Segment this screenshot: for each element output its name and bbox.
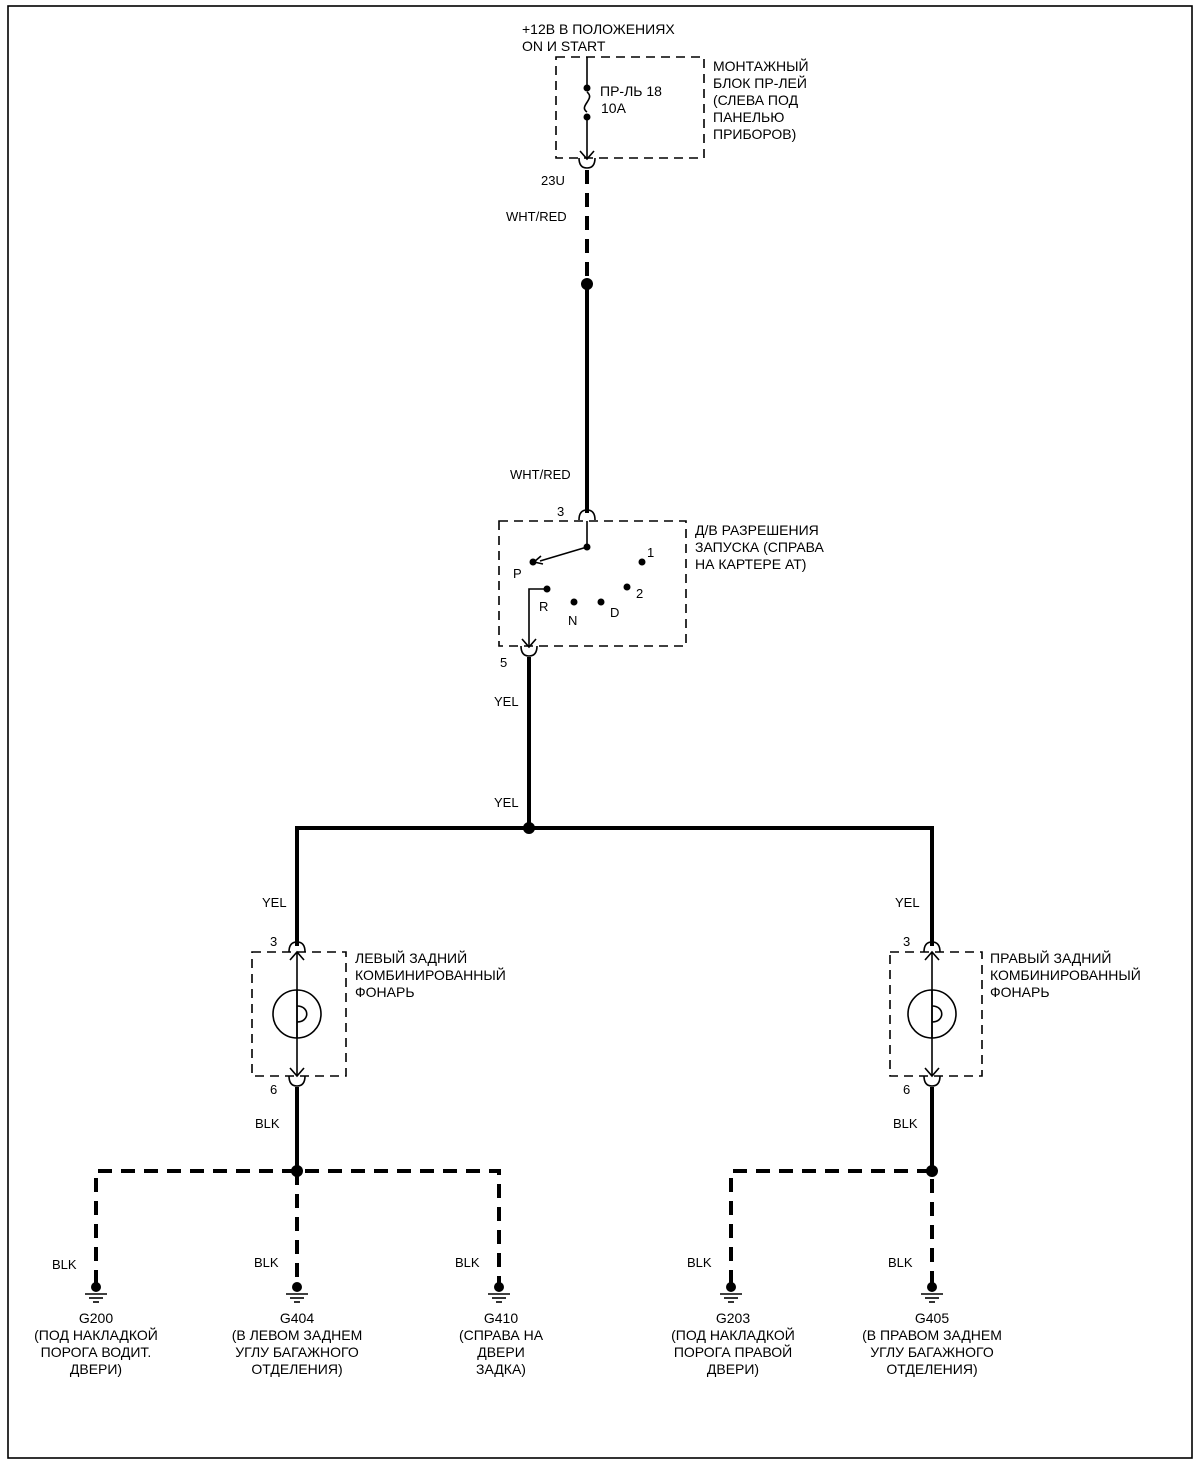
connector-switch-3 — [578, 509, 596, 521]
left-lamp-desc-3: ФОНАРЬ — [355, 984, 415, 1000]
ground-g200-id: G200 — [79, 1310, 113, 1326]
ground-g203-desc-3: ДВЕРИ) — [707, 1361, 759, 1377]
wire-label-yel-right: YEL — [895, 895, 920, 910]
ground-icon-g404 — [286, 1282, 308, 1303]
fuse-name: ПР-ЛЬ 18 — [600, 83, 662, 99]
relay-block-desc-2: БЛОК ПР-ЛЕЙ — [713, 74, 807, 91]
switch-pos-2: 2 — [636, 586, 643, 601]
wire-label-blk-g410: BLK — [455, 1255, 480, 1270]
relay-block-desc-3: (СЛЕВА ПОД — [713, 92, 799, 108]
left-lamp-pin-out: 6 — [270, 1082, 277, 1097]
ground-g200-desc-3: ДВЕРИ) — [70, 1361, 122, 1377]
ground-g404-desc-2: УГЛУ БАГАЖНОГО — [235, 1344, 359, 1360]
ground-g203-desc-1: (ПОД НАКЛАДКОЙ — [671, 1326, 795, 1343]
wire-label-blk-right: BLK — [893, 1116, 918, 1131]
connector-left-lamp-6 — [288, 1075, 306, 1087]
wire-label-blk-g405: BLK — [888, 1255, 913, 1270]
left-lamp-desc-1: ЛЕВЫЙ ЗАДНИЙ — [355, 949, 467, 966]
ground-g410-desc-1: (СПРАВА НА — [459, 1327, 544, 1343]
ground-g203-id: G203 — [716, 1310, 750, 1326]
right-lamp-bulb-icon — [907, 950, 957, 1078]
ground-g405-desc-3: ОТДЕЛЕНИЯ) — [886, 1361, 977, 1377]
switch-pos-r: R — [539, 599, 548, 614]
switch-pos-n: N — [568, 613, 577, 628]
fuse-18 — [579, 57, 595, 161]
right-lamp-desc-2: КОМБИНИРОВАННЫЙ — [990, 966, 1141, 983]
wire-label-yel-left: YEL — [262, 895, 287, 910]
ground-icon-g200 — [85, 1282, 107, 1303]
right-lamp-desc-3: ФОНАРЬ — [990, 984, 1050, 1000]
ground-icon-g405 — [921, 1282, 943, 1303]
wire-yel-branches — [295, 826, 934, 946]
right-lamp-pin-out: 6 — [903, 1082, 910, 1097]
relay-block-desc-5: ПРИБОРОВ) — [713, 126, 796, 142]
ground-g410-desc-2: ДВЕРИ — [477, 1344, 525, 1360]
connector-right-lamp-6 — [923, 1075, 941, 1087]
splice-blk-right — [926, 1165, 938, 1177]
wire-label-blk-left: BLK — [255, 1116, 280, 1131]
relay-block-desc-1: МОНТАЖНЫЙ — [713, 57, 809, 74]
pin-23u-label: 23U — [541, 173, 565, 188]
wire-label-wht-red-2: WHT/RED — [510, 467, 571, 482]
power-label-line1: +12В В ПОЛОЖЕНИЯХ — [522, 21, 675, 37]
wire-label-yel-2: YEL — [494, 795, 519, 810]
ground-g405-desc-2: УГЛУ БАГАЖНОГО — [870, 1344, 994, 1360]
switch-box — [498, 520, 687, 647]
power-label-line2: ON И START — [522, 38, 606, 54]
ground-g410-id: G410 — [484, 1310, 518, 1326]
ground-g200-desc-2: ПОРОГА ВОДИТ. — [41, 1344, 152, 1360]
fuse-rating: 10A — [601, 100, 627, 116]
wire-label-blk-g203: BLK — [687, 1255, 712, 1270]
diagram-frame — [7, 5, 1193, 1459]
wire-blk-ground-right-bus — [729, 1169, 934, 1284]
ground-g404-desc-1: (В ЛЕВОМ ЗАДНЕМ — [232, 1327, 363, 1343]
connector-right-lamp-3 — [923, 941, 941, 953]
switch-pos-d: D — [610, 605, 619, 620]
switch-pin-in: 3 — [557, 504, 564, 519]
relay-block-desc-4: ПАНЕЛЬЮ — [713, 109, 784, 125]
wire-label-yel-1: YEL — [494, 694, 519, 709]
ground-g405-id: G405 — [915, 1310, 949, 1326]
left-lamp-desc-2: КОМБИНИРОВАННЫЙ — [355, 966, 506, 983]
ground-g203-desc-2: ПОРОГА ПРАВОЙ — [674, 1343, 792, 1360]
switch-pos-1: 1 — [647, 545, 654, 560]
right-lamp-desc-1: ПРАВЫЙ ЗАДНИЙ — [990, 949, 1111, 966]
left-lamp-bulb-icon — [272, 950, 322, 1078]
ground-g404-id: G404 — [280, 1310, 314, 1326]
ground-g405-desc-1: (В ПРАВОМ ЗАДНЕМ — [862, 1327, 1002, 1343]
wire-label-blk-g404: BLK — [254, 1255, 279, 1270]
left-lamp-box — [251, 951, 347, 1077]
relay-block-box — [555, 56, 705, 159]
connector-left-lamp-3 — [288, 941, 306, 953]
ground-icon-g410 — [488, 1282, 510, 1303]
ground-g200-desc-1: (ПОД НАКЛАДКОЙ — [34, 1326, 158, 1343]
connector-switch-5 — [520, 645, 538, 657]
switch-pos-p: P — [513, 566, 522, 581]
switch-contacts — [521, 521, 646, 649]
switch-pin-out: 5 — [500, 655, 507, 670]
right-lamp-pin-in: 3 — [903, 934, 910, 949]
ground-g410-desc-3: ЗАДКА) — [476, 1361, 526, 1377]
right-lamp-box — [889, 951, 983, 1077]
ground-g404-desc-3: ОТДЕЛЕНИЯ) — [251, 1361, 342, 1377]
ground-icon-g203 — [720, 1282, 742, 1303]
wire-label-blk-g200: BLK — [52, 1257, 77, 1272]
left-lamp-pin-in: 3 — [270, 934, 277, 949]
wire-label-wht-red-1: WHT/RED — [506, 209, 567, 224]
wire-blk-ground-left-bus — [94, 1169, 501, 1284]
connector-23u — [578, 157, 596, 169]
switch-desc-1: Д/В РАЗРЕШЕНИЯ — [695, 522, 819, 538]
switch-desc-2: ЗАПУСКА (СПРАВА — [695, 539, 825, 555]
switch-desc-3: НА КАРТЕРЕ АТ) — [695, 556, 806, 572]
